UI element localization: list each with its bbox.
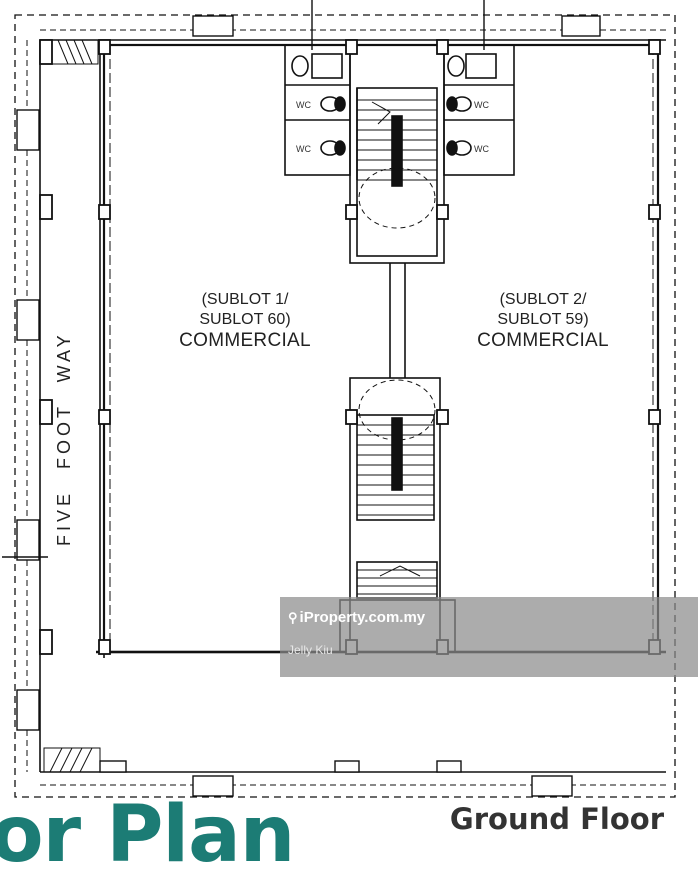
wc-label: WC — [474, 100, 489, 110]
left-unit-label: (SUBLOT 1/ SUBLOT 60) COMMERCIAL — [170, 290, 320, 352]
right-unit-use: COMMERCIAL — [477, 330, 609, 351]
floor-plan-drawing: WC WC WC WC — [2, 0, 676, 798]
left-unit-use: COMMERCIAL — [179, 330, 311, 351]
floor-name: Ground Floor — [449, 802, 664, 836]
right-unit-sublot: (SUBLOT 2/ — [499, 291, 587, 308]
watermark-site: ⚲iProperty.com.my — [288, 609, 425, 626]
upper-stair-void — [391, 115, 403, 187]
site-boundary — [14, 14, 676, 798]
wc-label: WC — [296, 100, 311, 110]
left-unit-sublot-2: SUBLOT 60) — [199, 311, 291, 328]
right-unit-sublot-2: SUBLOT 59) — [497, 311, 589, 328]
wc-label: WC — [296, 144, 311, 154]
watermark-agent: Jelly Kiu — [288, 643, 333, 657]
watermark-site-text: iProperty.com.my — [299, 609, 426, 626]
map-pin-icon: ⚲ — [288, 610, 298, 625]
five-foot-way-label: FIVE FOOT WAY — [54, 331, 74, 546]
left-unit-sublot: (SUBLOT 1/ — [201, 291, 289, 308]
watermark-overlay: ⚲iProperty.com.my Jelly Kiu — [280, 597, 698, 677]
right-unit-label: (SUBLOT 2/ SUBLOT 59) COMMERCIAL — [468, 290, 618, 352]
plan-title-fragment: or Plan — [0, 790, 295, 880]
lower-stair-void — [391, 417, 403, 491]
upper-stair-core — [349, 44, 445, 264]
wc-label: WC — [474, 144, 489, 154]
